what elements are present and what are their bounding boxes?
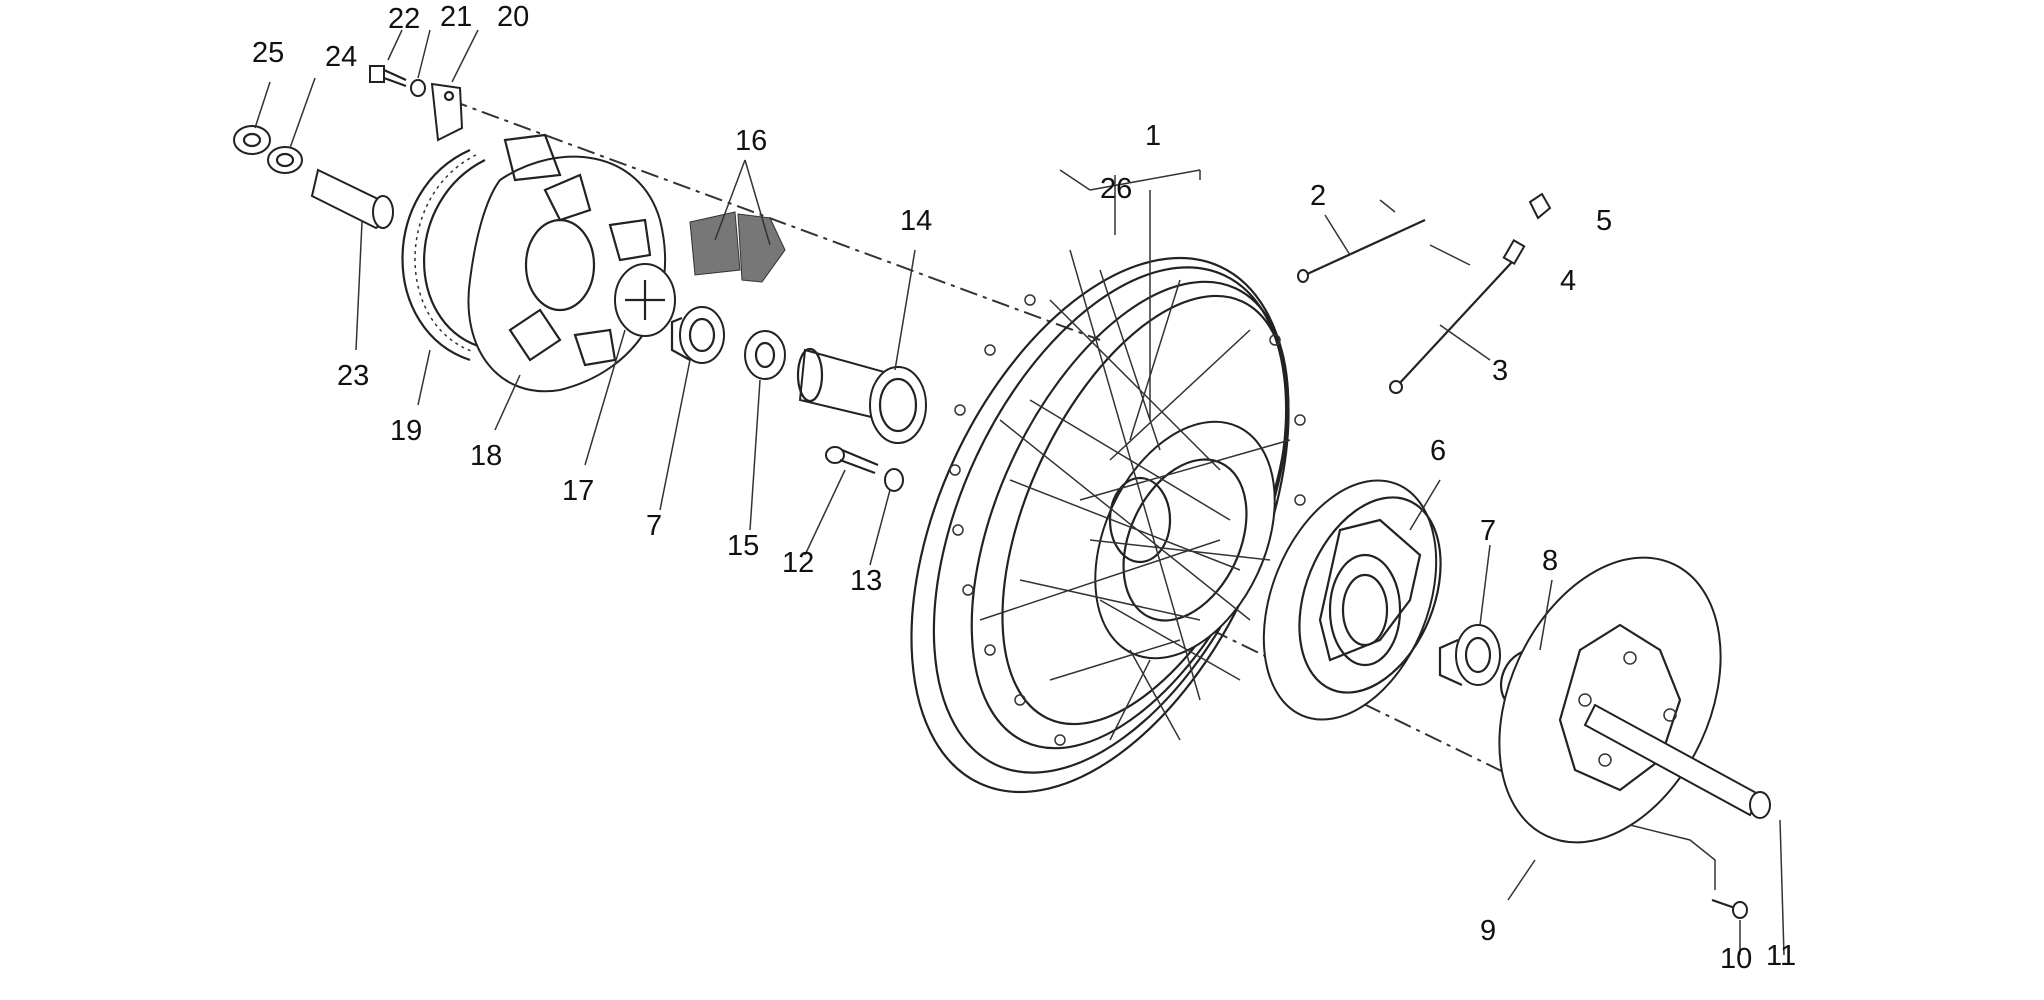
label-20: 20	[497, 1, 529, 33]
label-1: 1	[1145, 120, 1161, 152]
brake-backing-plate-part	[467, 133, 667, 393]
label-21: 21	[440, 1, 472, 33]
small-washer-part	[410, 79, 426, 97]
label-18: 18	[470, 440, 502, 472]
label-16: 16	[735, 125, 767, 157]
bearing-left-part	[670, 306, 725, 364]
disc-carrier-part	[1262, 479, 1442, 721]
bracket-part	[430, 82, 464, 142]
spacer-bushing-part	[310, 168, 394, 230]
label-5: 5	[1596, 205, 1612, 237]
flat-washer-part	[884, 468, 904, 492]
label-6: 6	[1430, 435, 1446, 467]
brake-disc-part	[1498, 556, 1722, 844]
label-4: 4	[1560, 265, 1576, 297]
label-2: 2	[1310, 180, 1326, 212]
label-22: 22	[388, 3, 420, 35]
seal-disc-part	[614, 263, 676, 337]
label-17: 17	[562, 475, 594, 507]
brake-pads-part	[689, 211, 786, 283]
label-3: 3	[1492, 355, 1508, 387]
disc-bolt-part	[1711, 898, 1748, 919]
hex-bolt-part	[825, 446, 879, 475]
label-8: 8	[1542, 545, 1558, 577]
label-7-left: 7	[646, 510, 662, 542]
label-12: 12	[782, 547, 814, 579]
spoke-with-nipple-part	[1389, 192, 1552, 394]
label-14: 14	[900, 205, 932, 237]
nut-part	[233, 125, 271, 155]
bearing-right-part	[1438, 624, 1501, 687]
label-13: 13	[850, 565, 882, 597]
spoke-part	[1297, 219, 1426, 283]
label-24: 24	[325, 41, 357, 73]
label-15: 15	[727, 530, 759, 562]
label-26: 26	[1100, 173, 1132, 205]
bolt-part	[369, 65, 407, 88]
label-25: 25	[252, 37, 284, 69]
ring-part	[744, 330, 786, 380]
leader-lines	[254, 29, 1785, 956]
label-11: 11	[1766, 940, 1796, 972]
hub-sleeve-part	[796, 347, 927, 444]
part-number-labels: 25 24 22 21 20 23 19 18 17 7 16 15 12 13…	[252, 1, 1796, 975]
label-7-right: 7	[1480, 515, 1496, 547]
washer-part	[267, 146, 303, 174]
brake-shoe-part	[401, 148, 486, 362]
axle-part	[1583, 703, 1771, 819]
spoked-wheel-part	[910, 249, 1306, 794]
label-9: 9	[1480, 915, 1496, 947]
label-10: 10	[1720, 943, 1752, 975]
label-19: 19	[390, 415, 422, 447]
label-23: 23	[337, 360, 369, 392]
